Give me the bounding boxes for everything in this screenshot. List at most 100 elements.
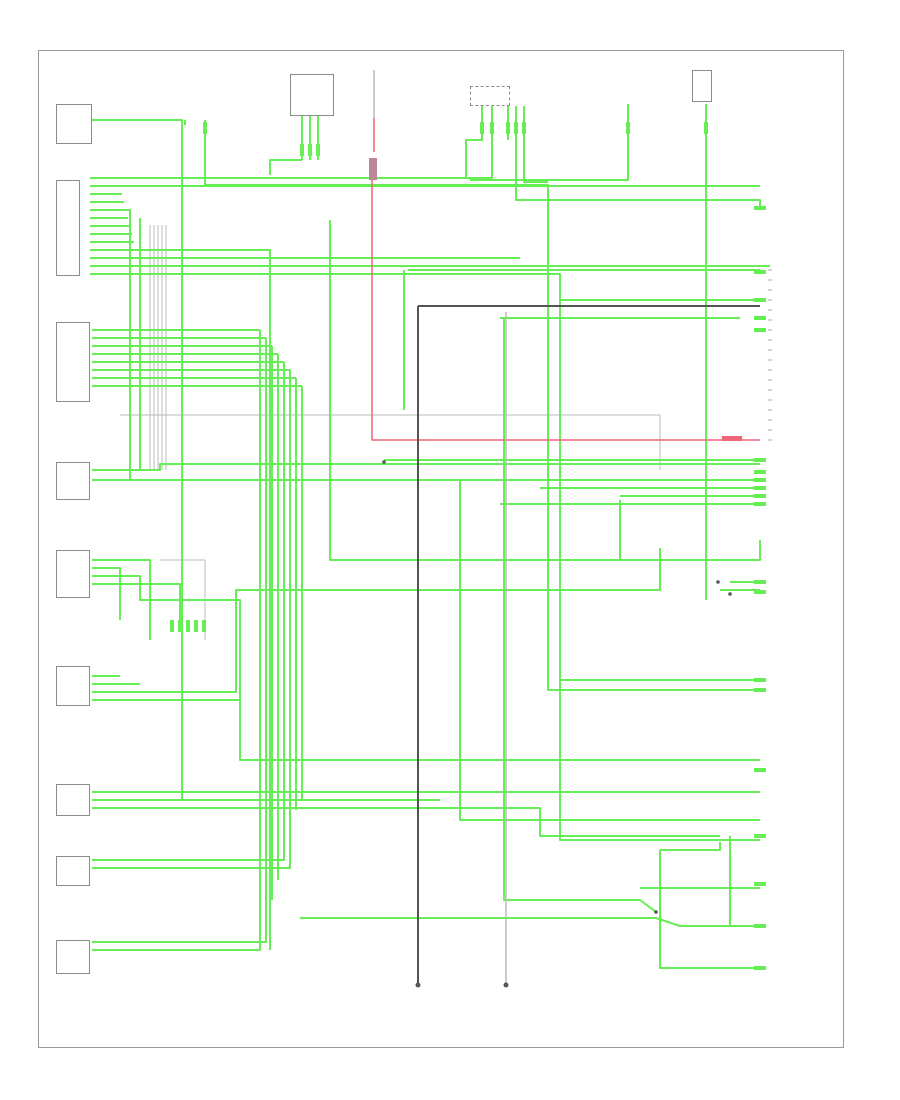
component-box-left-9 [56,940,90,974]
component-box-left-2 [56,180,80,276]
connector-mark-3 [308,144,312,156]
wire-54 [92,362,285,861]
connector-mark-4 [316,144,320,156]
wire-55 [92,370,291,869]
connector-mark-49 [768,349,772,351]
component-box-left-6 [56,666,90,706]
component-box-top-3 [470,86,510,106]
wire-50 [92,330,261,951]
wire-57 [92,386,303,801]
wire-20 [523,140,548,183]
connector-mark-1 [203,122,207,134]
connector-mark-55 [768,409,772,411]
connector-mark-58 [768,439,772,441]
component-box-left-3 [56,322,90,402]
wire-62 [92,575,760,761]
connector-mark-10 [626,122,630,134]
connector-mark-48 [768,339,772,341]
component-box-left-8 [56,856,90,886]
power-connector-mark [722,436,742,441]
connector-mark-11 [704,122,708,134]
junction-dot-39 [716,580,720,584]
wire-66 [92,548,661,693]
connector-mark-45 [768,309,772,311]
ground-symbol-2 [503,982,509,988]
connector-mark-27 [754,768,766,772]
wire-38 [120,209,131,480]
fuse-symbol [369,158,377,180]
wire-89 [729,836,760,927]
connector-mark-13 [754,270,766,274]
connector-mark-22 [754,502,766,506]
wire-51 [92,338,267,943]
wire-75 [503,318,657,913]
connector-mark-33 [178,620,182,632]
connector-mark-8 [514,122,518,134]
junction-dot-38 [728,592,732,596]
wire-63 [92,583,181,620]
connector-mark-56 [768,419,772,421]
wire-70 [329,220,761,561]
connector-mark-2 [300,144,304,156]
wire-59 [92,479,760,821]
connector-mark-47 [768,329,772,331]
component-box-top-2 [290,74,334,116]
connector-mark-25 [754,678,766,682]
connector-mark-46 [768,319,772,321]
wire-86 [659,850,760,969]
connector-mark-35 [194,620,198,632]
connector-mark-5 [480,122,484,134]
connector-mark-21 [754,494,766,498]
connector-mark-29 [754,882,766,886]
connector-mark-42 [768,279,772,281]
connector-mark-53 [768,389,772,391]
connector-mark-34 [186,620,190,632]
connector-mark-32 [170,620,174,632]
wire-41 [92,119,440,801]
connector-mark-50 [768,359,772,361]
wire-73 [269,159,302,175]
connector-mark-6 [490,122,494,134]
wire-87 [660,842,721,851]
wire-69 [92,807,720,837]
connector-mark-44 [768,299,772,301]
wire-61 [92,567,121,620]
wire-14 [90,90,493,179]
component-box-left-1 [56,104,92,144]
connector-mark-24 [754,590,766,594]
connector-mark-54 [768,399,772,401]
wire-21 [470,104,629,181]
connector-mark-9 [522,122,526,134]
component-box-top-5 [692,70,712,102]
connector-mark-26 [754,688,766,692]
connector-mark-41 [768,269,772,271]
wire-60 [92,559,151,640]
connector-mark-30 [754,924,766,928]
ground-symbol-1 [415,982,421,988]
connector-mark-52 [768,379,772,381]
connector-mark-28 [754,834,766,838]
component-box-left-7 [56,784,90,816]
wire-37 [90,249,271,950]
junction-dot-40 [654,910,658,914]
component-box-left-5 [56,550,90,598]
connector-mark-57 [768,429,772,431]
power-wire-main [371,180,760,441]
connector-mark-16 [754,328,766,332]
component-box-left-4 [56,462,90,500]
junction-dot-37 [382,460,386,464]
wire-9 [204,120,760,691]
connector-mark-20 [754,486,766,490]
connector-mark-14 [754,298,766,302]
connector-mark-18 [754,470,766,474]
connector-mark-15 [754,316,766,320]
connector-mark-51 [768,369,772,371]
connector-mark-31 [754,966,766,970]
wire-58 [92,463,760,471]
connector-mark-12 [754,206,766,210]
connector-mark-17 [754,458,766,462]
connector-mark-36 [202,620,206,632]
connector-mark-19 [754,478,766,482]
connector-mark-23 [754,580,766,584]
